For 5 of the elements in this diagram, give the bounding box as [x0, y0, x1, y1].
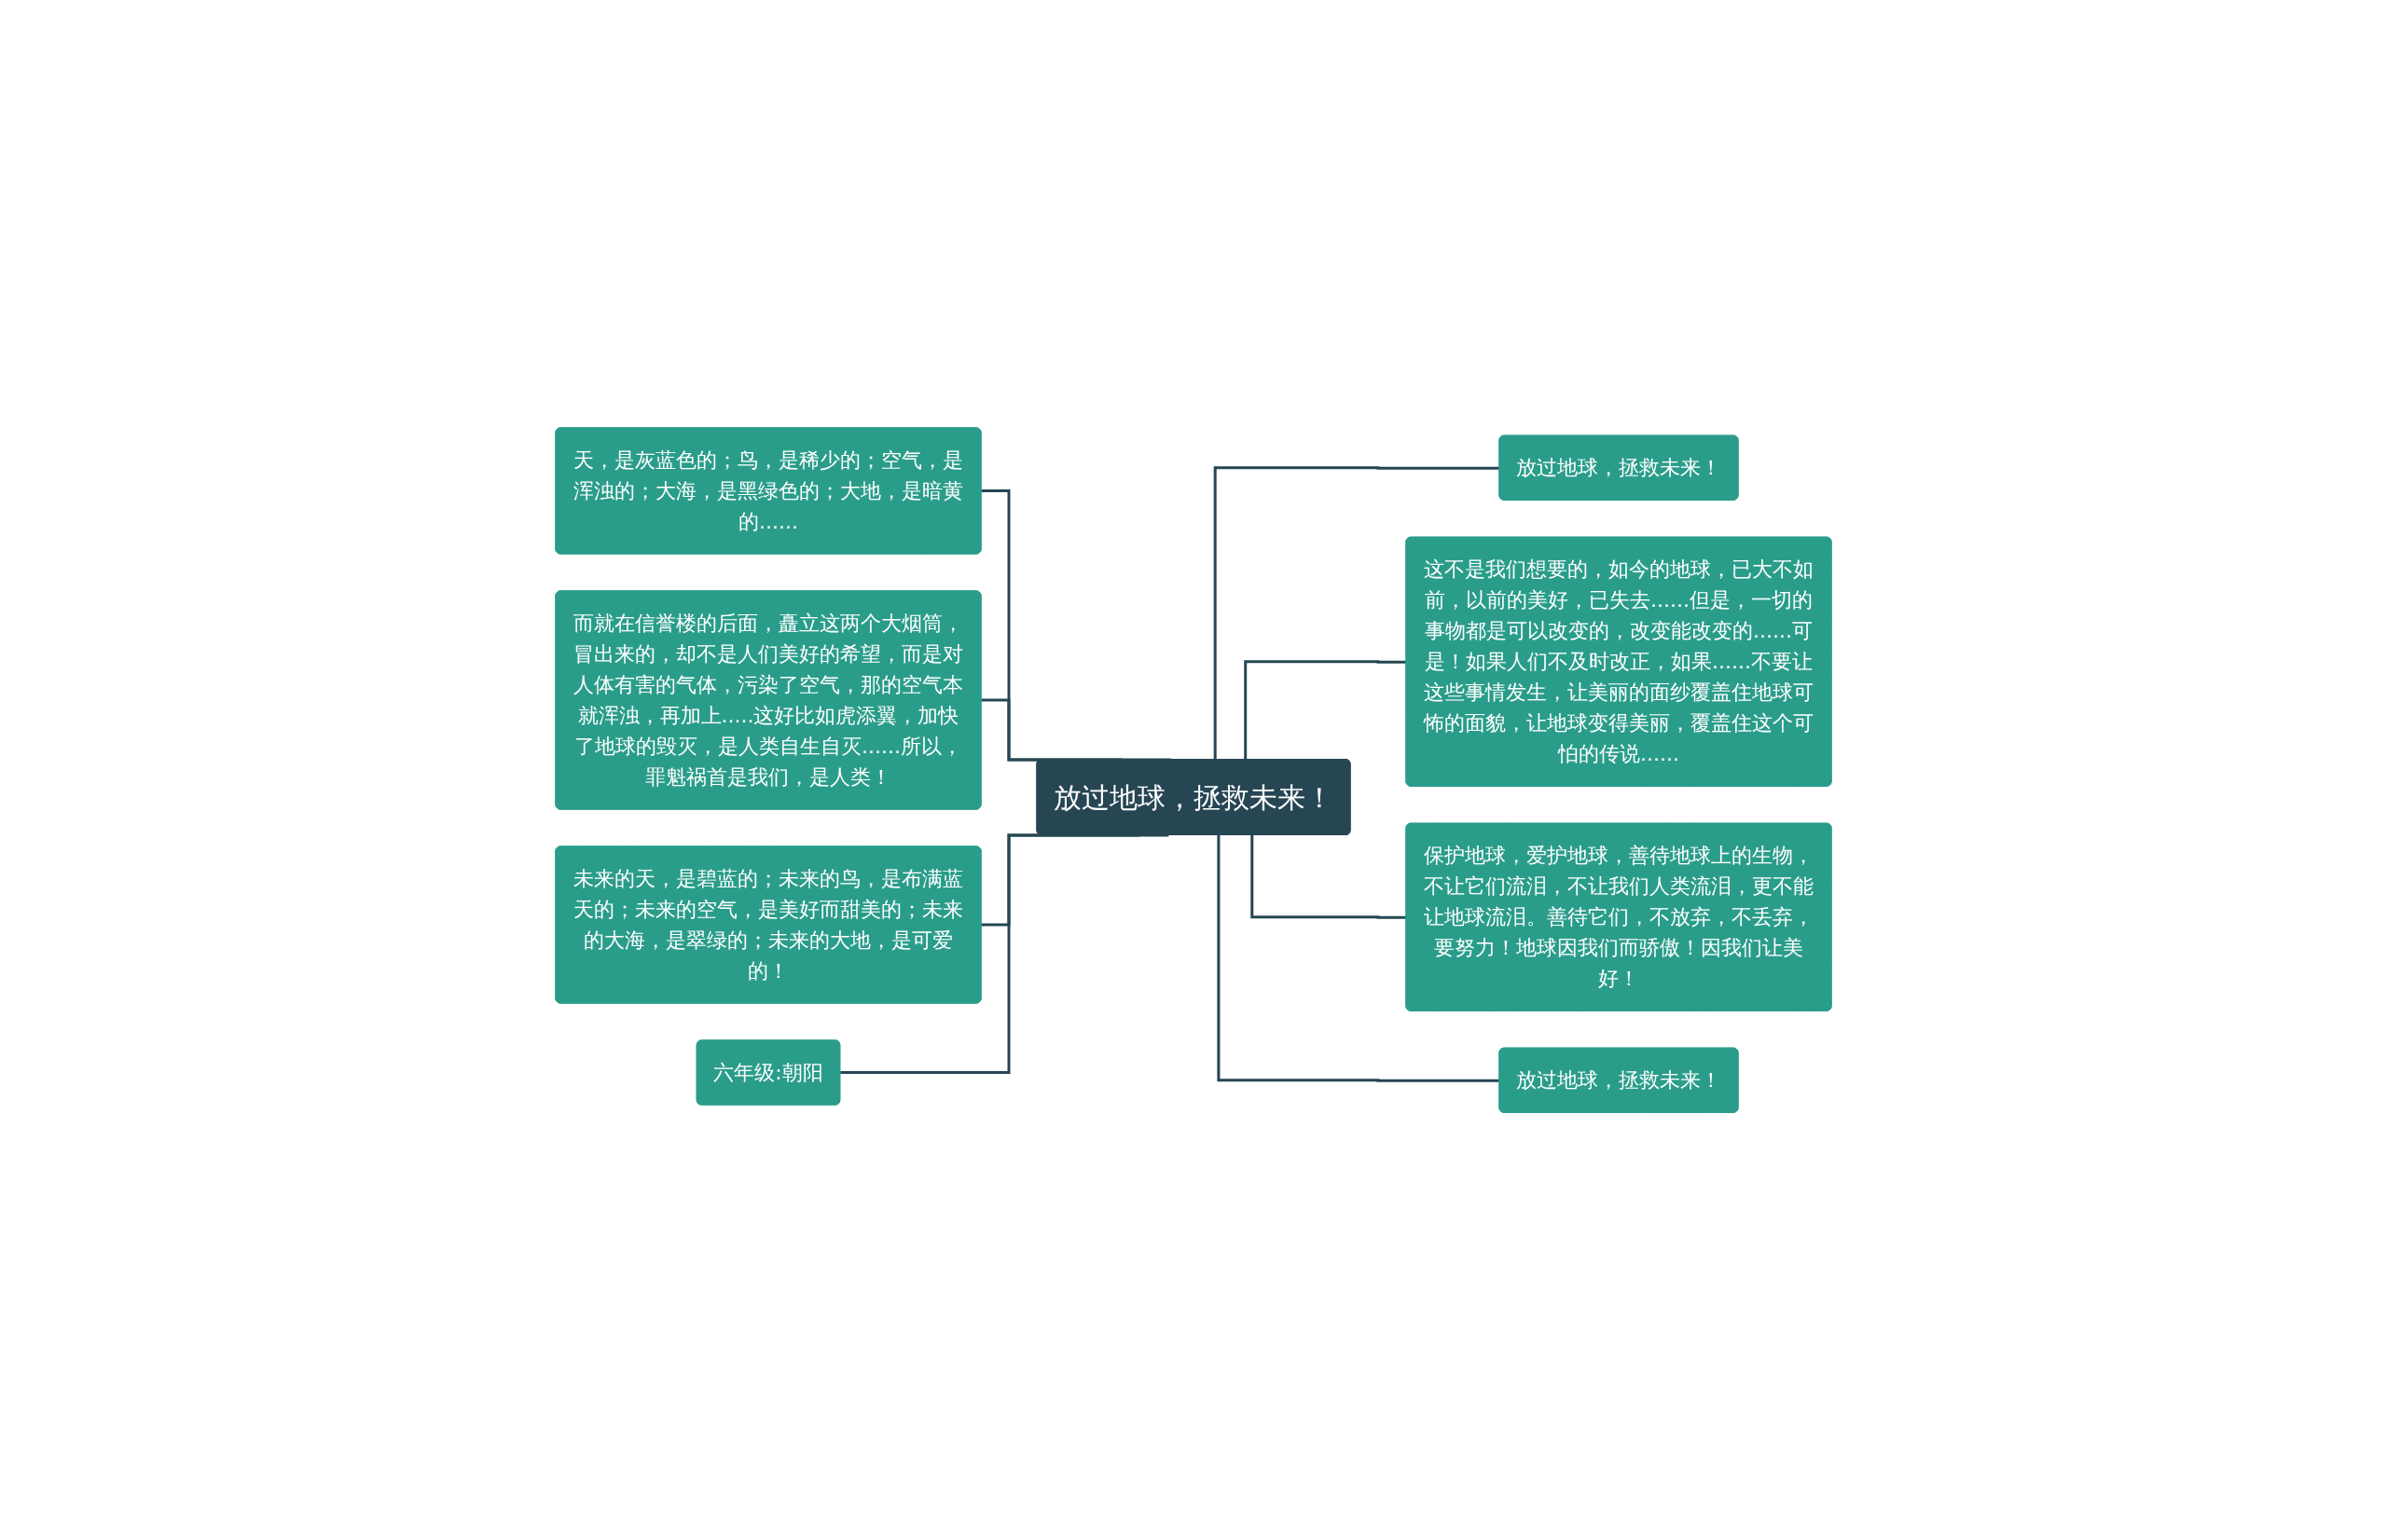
- connector: [1244, 660, 1407, 760]
- connector: [1213, 466, 1500, 760]
- connector: [1217, 834, 1500, 1082]
- connector: [1250, 834, 1407, 919]
- connector: [838, 833, 1169, 1075]
